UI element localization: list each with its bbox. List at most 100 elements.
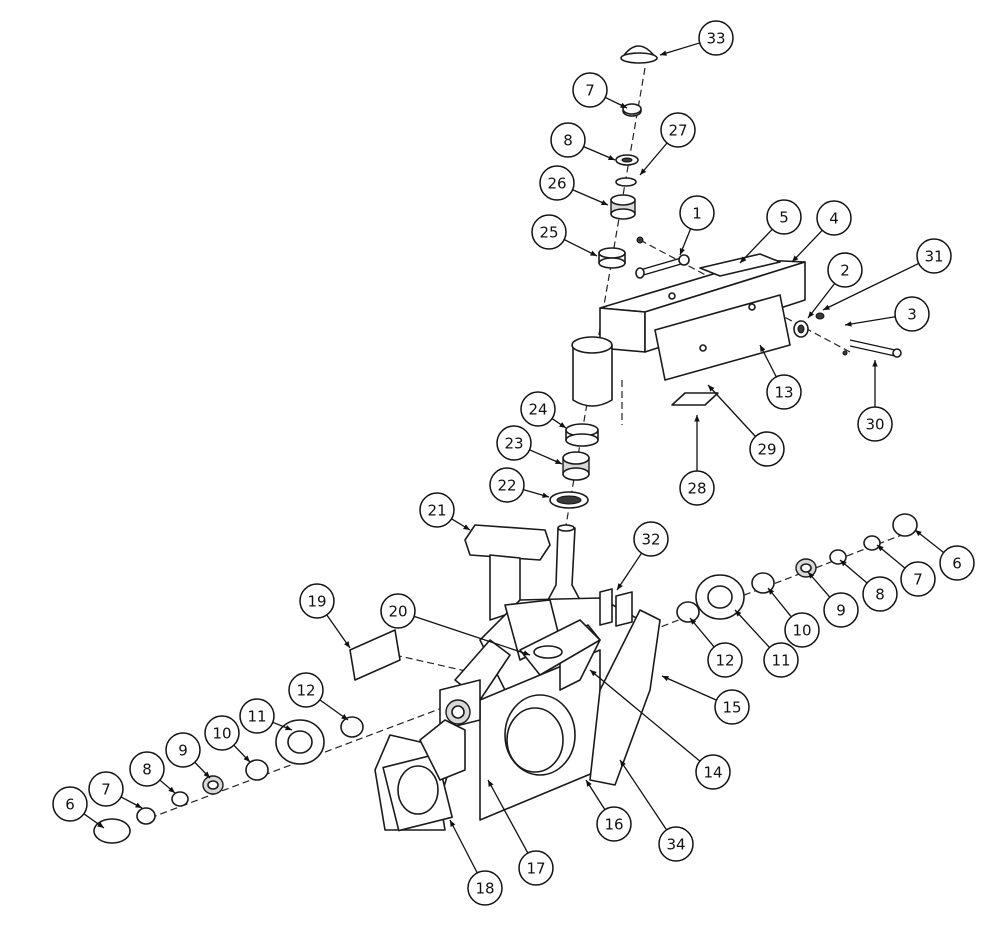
callout-balloon: 18 — [449, 819, 503, 906]
leader-arrow — [555, 458, 562, 464]
balloon-circle — [679, 195, 715, 231]
plate-18 — [374, 734, 456, 832]
balloon-label: 3 — [907, 306, 917, 324]
clip-32 — [599, 588, 633, 627]
leader-line — [822, 262, 919, 311]
balloon-label: 6 — [65, 796, 75, 814]
callout-balloon: 6 — [52, 786, 105, 829]
seal-12-right — [676, 601, 700, 623]
balloon-circle — [916, 238, 952, 274]
balloon-circle — [857, 406, 893, 442]
balloon-circle — [894, 296, 930, 332]
spindle — [547, 524, 581, 601]
balloon-circle — [766, 374, 802, 410]
callout-balloon: 11 — [239, 698, 293, 734]
balloon-circle — [862, 576, 898, 612]
balloon-circle — [419, 492, 455, 528]
balloon-circle — [658, 826, 694, 862]
leader-arrow — [601, 199, 608, 205]
callout-balloon: 17 — [487, 779, 554, 886]
leader-line — [659, 42, 700, 56]
balloon-circle — [88, 771, 124, 807]
callout-balloon: 20 — [380, 593, 531, 656]
washer-8-right — [829, 549, 847, 565]
callout-balloon: 19 — [299, 583, 351, 649]
bearing-9-left — [202, 775, 224, 795]
balloon-label: 26 — [547, 175, 566, 193]
balloon-circle — [288, 672, 324, 708]
balloon-circle — [165, 732, 201, 768]
pin-28 — [671, 392, 719, 406]
leader-arrow — [285, 725, 292, 731]
balloon-label: 29 — [757, 441, 776, 459]
callout-balloon: 12 — [689, 617, 743, 678]
callout-balloon: 9 — [165, 732, 211, 779]
callout-balloon: 15 — [661, 675, 750, 725]
balloon-circle — [550, 122, 586, 158]
nut-7-left — [136, 807, 156, 825]
leader-arrow — [168, 786, 175, 793]
callout-balloon: 12 — [288, 672, 349, 721]
balloon-circle — [707, 642, 743, 678]
callout-balloon: 28 — [679, 415, 715, 506]
callout-balloon: 5 — [739, 199, 802, 264]
balloon-label: 34 — [666, 836, 685, 854]
balloon-circle — [749, 431, 785, 467]
leader-arrow — [708, 385, 715, 392]
nut-7-top — [622, 103, 642, 117]
balloon-label: 27 — [668, 122, 687, 140]
leader-arrow — [608, 154, 615, 160]
leader-arrow — [679, 248, 685, 255]
seal-22 — [549, 491, 589, 509]
seal-12-left — [340, 716, 364, 738]
balloon-circle — [239, 698, 275, 734]
leader-arrow — [640, 168, 647, 175]
leader-line — [413, 615, 531, 656]
callout-balloon: 1 — [679, 195, 715, 256]
leader-line — [487, 779, 529, 854]
balloon-label: 7 — [101, 781, 111, 799]
balloon-label: 13 — [774, 384, 793, 402]
balloon-circle — [900, 561, 936, 597]
balloon-circle — [531, 214, 567, 250]
leader-arrow — [760, 345, 766, 352]
callout-balloon: 30 — [857, 360, 893, 442]
balloon-label: 21 — [427, 502, 446, 520]
leader-line — [661, 675, 717, 701]
bracket-15 — [589, 609, 661, 786]
balloon-label: 32 — [641, 531, 660, 549]
balloon-label: 15 — [722, 699, 741, 717]
nut-7-right — [863, 535, 881, 551]
leader-arrow — [845, 321, 852, 327]
balloon-label: 12 — [296, 682, 315, 700]
callout-balloon: 7 — [876, 544, 936, 597]
leader-arrow — [463, 524, 470, 530]
tie-bar-20 — [519, 619, 601, 676]
leader-line — [739, 228, 773, 264]
balloon-label: 11 — [247, 708, 266, 726]
balloon-circle — [784, 612, 820, 648]
leader-arrow — [590, 250, 597, 256]
balloon-label: 25 — [539, 224, 558, 242]
callout-balloon: 23 — [496, 425, 563, 465]
hub-11-right — [695, 574, 745, 620]
leader-line — [844, 316, 896, 326]
race-25 — [598, 247, 626, 269]
leader-arrow — [523, 650, 530, 656]
callout-balloon: 4 — [791, 200, 852, 263]
callout-balloon: 24 — [520, 391, 567, 429]
balloon-label: 28 — [687, 480, 706, 498]
balloon-circle — [520, 391, 556, 427]
balloon-label: 9 — [836, 602, 846, 620]
dust-cap-33 — [620, 45, 658, 64]
leader-arrow — [203, 771, 210, 778]
balloon-label: 9 — [178, 742, 188, 760]
balloon-label: 20 — [388, 603, 407, 621]
callout-balloon: 7 — [88, 771, 143, 809]
balloon-circle — [489, 467, 525, 503]
balloon-label: 7 — [913, 571, 923, 589]
balloon-label: 10 — [792, 622, 811, 640]
balloon-circle — [939, 545, 975, 581]
bearing-26 — [610, 194, 636, 220]
bearing-9-right — [795, 558, 817, 578]
